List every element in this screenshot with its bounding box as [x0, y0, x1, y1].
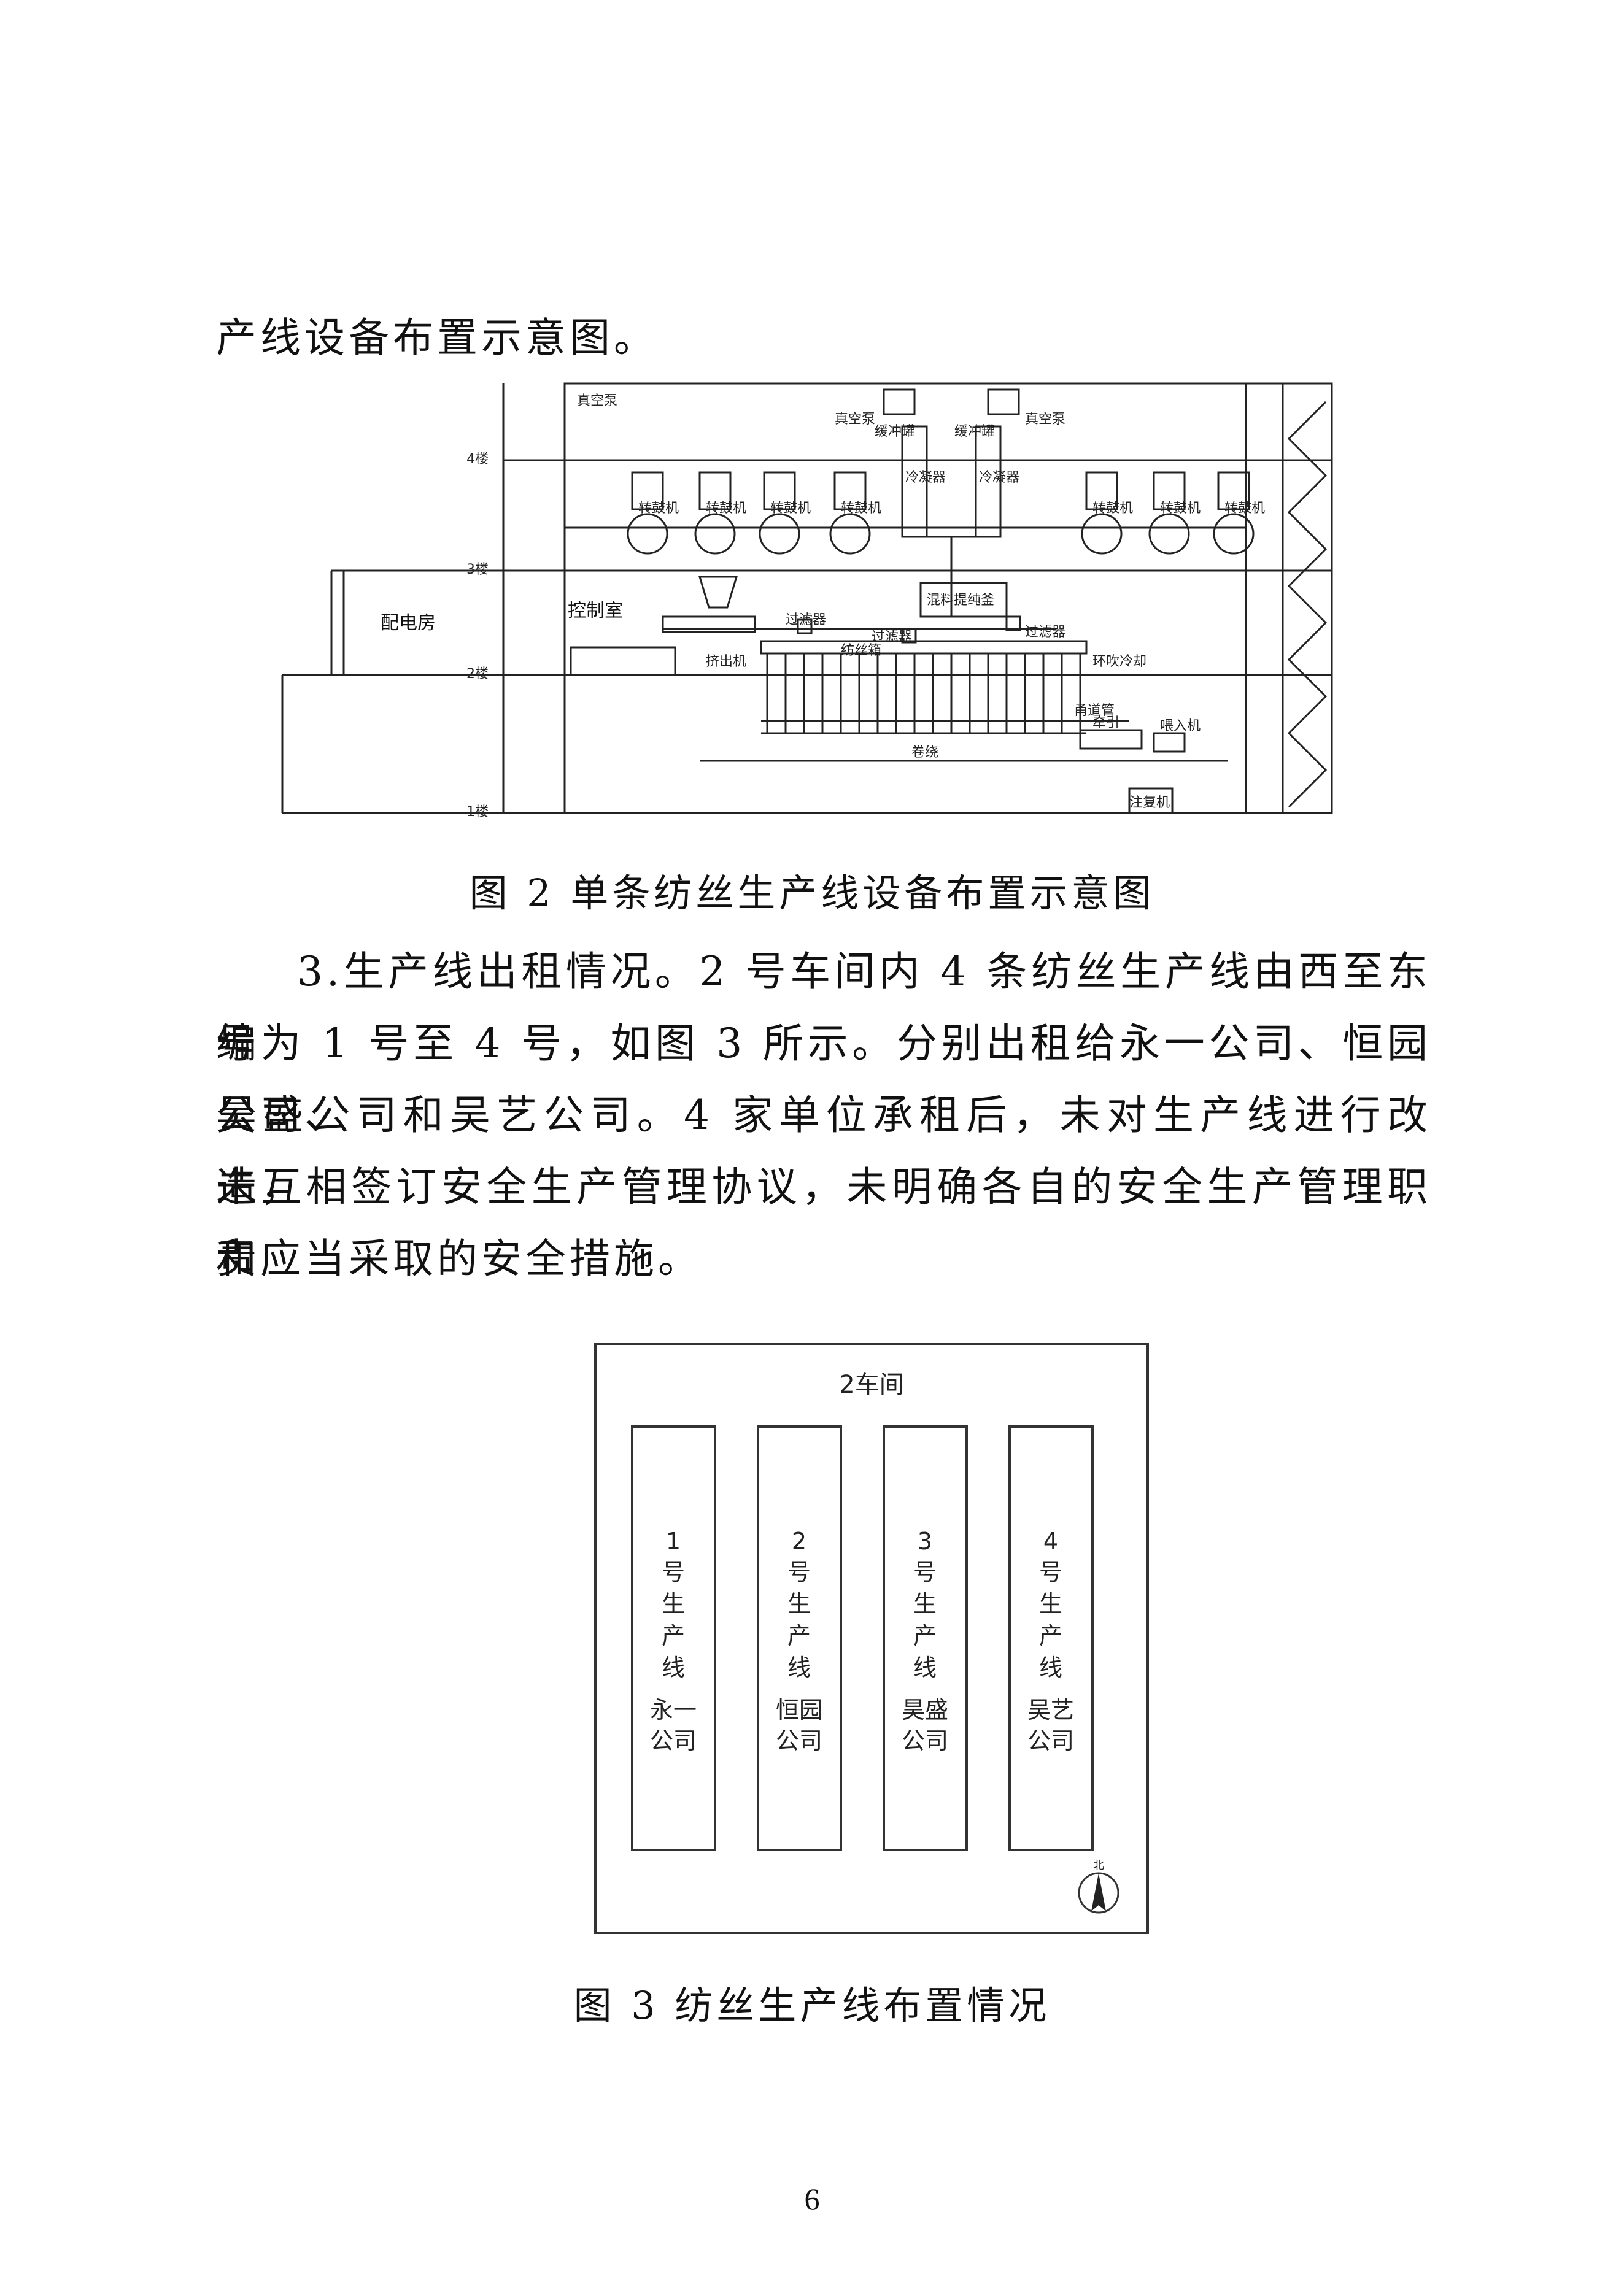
fig2-diagram: 4楼 3楼 2楼 1楼 真空泵 真空泵 真空泵 缓冲罐 缓冲罐 挤出机 过滤器 … — [281, 382, 1333, 820]
vacuum-pump-label: 真空泵 — [1025, 412, 1065, 427]
floor-1-label: 1楼 — [466, 804, 489, 820]
line-2-box — [757, 1425, 842, 1851]
winding-label: 卷绕 — [911, 745, 938, 760]
line-1-box — [631, 1425, 716, 1851]
line-3-number: 3 — [918, 1528, 932, 1555]
line-2-company-2: 公司 — [776, 1727, 822, 1754]
section3-line-1: 3.生产线出租情况。2 号车间内 4 条纺丝生产线由西至东编 — [216, 948, 1431, 1067]
top-paragraph: 产线设备布置示意图。 — [216, 314, 658, 361]
floor-3-label: 3楼 — [466, 562, 489, 577]
spin-box-label: 纺丝箱 — [841, 643, 881, 658]
line-3-label: 号生产线 — [913, 1558, 937, 1681]
traction-label: 牵引 — [1092, 715, 1119, 731]
extruder-label: 挤出机 — [706, 654, 746, 669]
filter-label: 过滤器 — [872, 630, 912, 645]
condenser-label: 冷凝器 — [979, 470, 1019, 485]
drum-label: 转鼓机 — [706, 501, 746, 516]
section3-line-2: 号为 1 号至 4 号，如图 3 所示。分别出租给永一公司、恒园公司、 — [216, 1020, 1431, 1139]
floor-2-label: 2楼 — [466, 666, 489, 682]
north-label: 北 — [1093, 1859, 1104, 1872]
line-4-box — [1008, 1425, 1094, 1851]
buffer-tank-label: 缓冲罐 — [875, 424, 915, 439]
line-3-company-1: 昊盛 — [902, 1697, 948, 1724]
line-3-box — [883, 1425, 968, 1851]
line-2-label: 号生产线 — [787, 1558, 811, 1681]
fig3-diagram: 2车间 1 2 3 4 永一 公司 恒园 公司 昊盛 公司 吴艺 公司 号生产线… — [594, 1343, 1149, 1934]
buffer-tank-label: 缓冲罐 — [954, 424, 995, 439]
channel-tube-label: 甬道管 — [1074, 703, 1115, 718]
feeder-label: 喂入机 — [1160, 718, 1201, 734]
page-number: 6 — [804, 2182, 820, 2216]
room-control-label: 控制室 — [568, 600, 623, 622]
drum-label: 转鼓机 — [638, 501, 679, 516]
recovery-label: 注复机 — [1129, 795, 1170, 811]
drum-label: 转鼓机 — [770, 501, 811, 516]
drum-label: 转鼓机 — [1160, 501, 1201, 516]
line-4-number: 4 — [1043, 1528, 1058, 1555]
vacuum-pump-label: 真空泵 — [577, 393, 617, 409]
line-2-company-1: 恒园 — [776, 1697, 822, 1724]
line-4-label: 号生产线 — [1039, 1558, 1062, 1681]
fig2-caption: 图 2 单条纺丝生产线设备布置示意图 — [469, 871, 1155, 915]
floor-4-label: 4楼 — [466, 452, 489, 467]
drum-label: 转鼓机 — [1224, 501, 1265, 516]
drum-label: 转鼓机 — [841, 501, 881, 516]
vacuum-pump-label: 真空泵 — [835, 412, 875, 427]
line-2-number: 2 — [792, 1528, 806, 1555]
north-compass-icon: 北 — [1078, 1859, 1119, 1914]
line-3-company-2: 公司 — [902, 1727, 948, 1754]
line-1-company-1: 永一 — [650, 1697, 697, 1724]
line-1-label: 号生产线 — [662, 1558, 685, 1681]
section3-line-4: 未互相签订安全生产管理协议，未明确各自的安全生产管理职责 — [216, 1163, 1431, 1282]
line-1-number: 1 — [666, 1528, 681, 1555]
drum-label: 转鼓机 — [1092, 501, 1133, 516]
section3-line-3: 昊盛公司和吴艺公司。4 家单位承租后，未对生产线进行改造， — [216, 1092, 1431, 1211]
room-power-label: 配电房 — [381, 612, 436, 634]
ring-cooling-label: 环吹冷却 — [1092, 654, 1146, 669]
line-4-company-2: 公司 — [1027, 1727, 1074, 1754]
line-4-company-1: 吴艺 — [1027, 1697, 1074, 1724]
workshop-title: 2车间 — [839, 1371, 903, 1399]
condenser-label: 冷凝器 — [905, 470, 946, 485]
fig3-caption: 图 3 纺丝生产线布置情况 — [573, 1983, 1051, 2028]
filter-label: 过滤器 — [786, 612, 826, 628]
filter-label: 过滤器 — [1025, 625, 1065, 640]
line-1-company-2: 公司 — [650, 1727, 697, 1754]
prep-kettle-label: 混料提纯釜 — [927, 593, 994, 608]
section3-line-5: 和应当采取的安全措施。 — [216, 1235, 702, 1282]
